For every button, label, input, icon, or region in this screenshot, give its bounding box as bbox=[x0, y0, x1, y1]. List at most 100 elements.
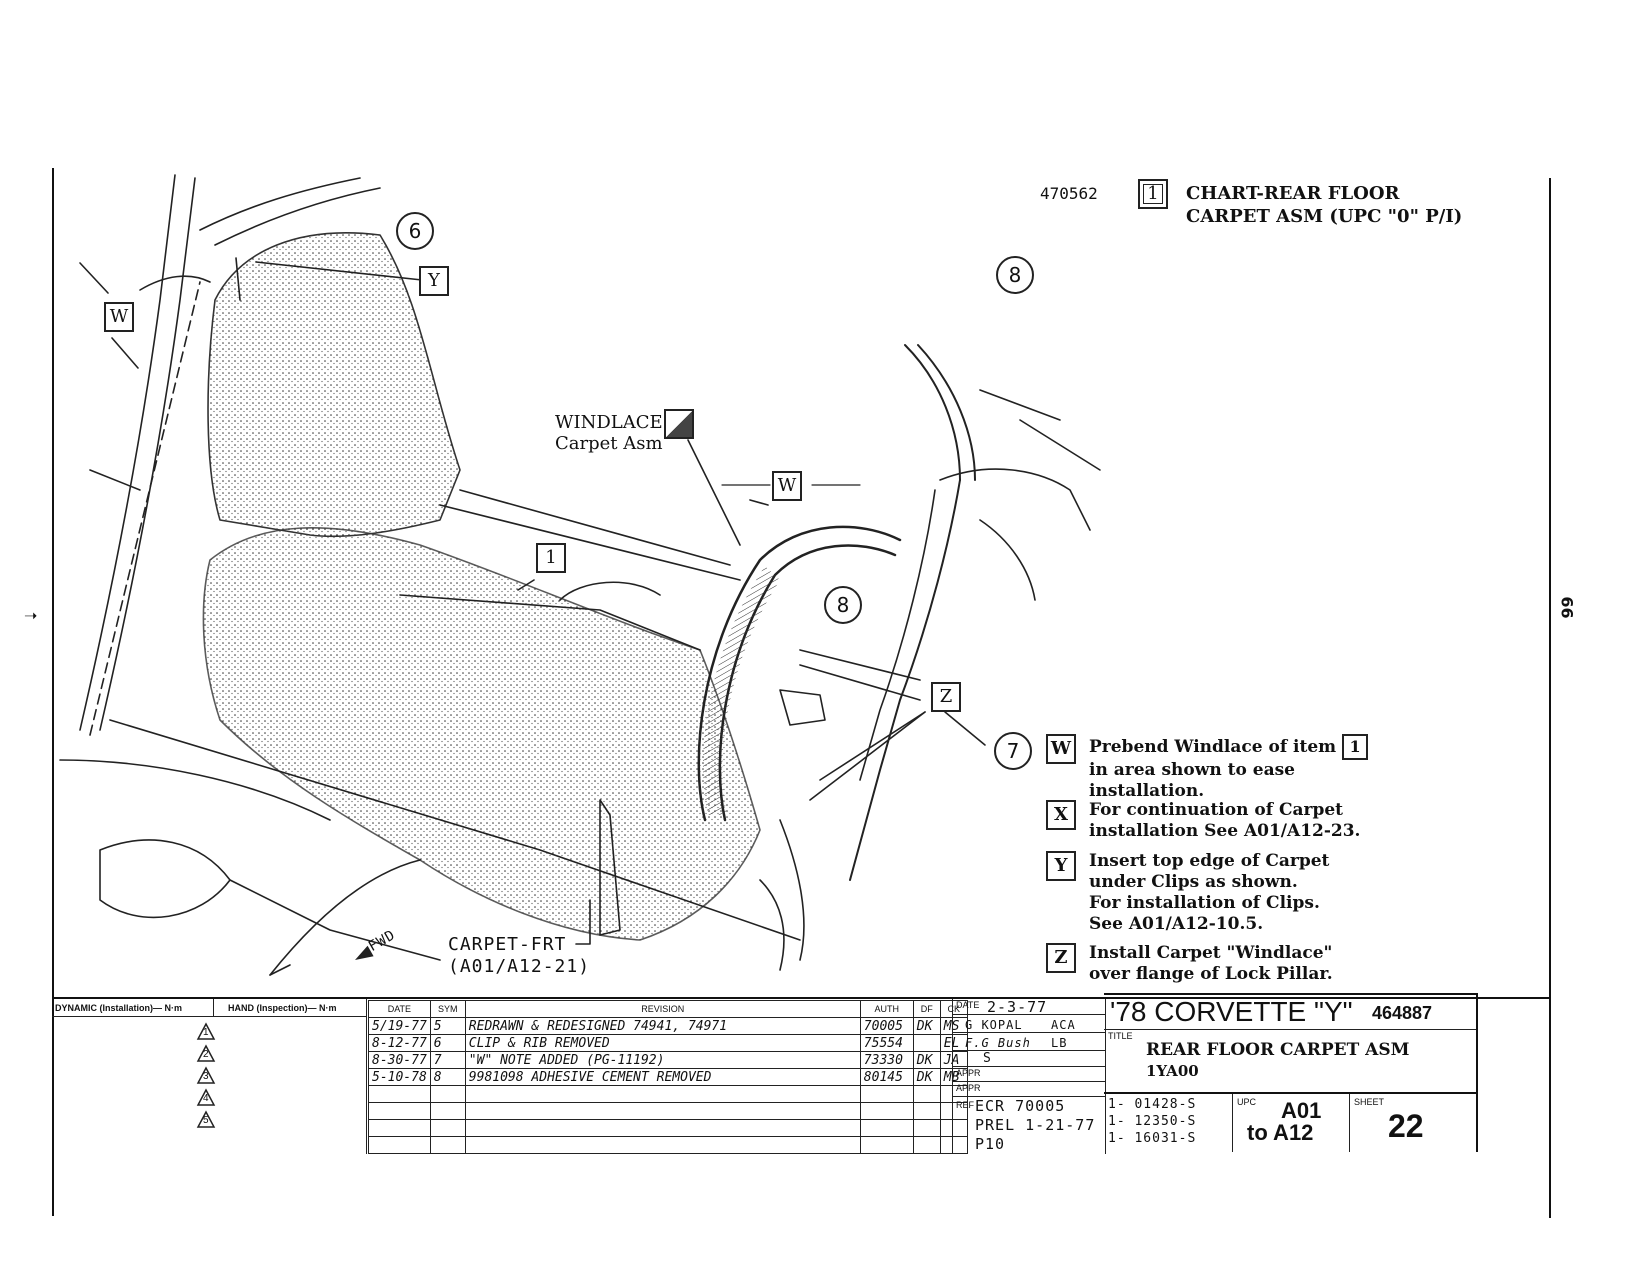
rev-auth: 75554 bbox=[859, 1034, 914, 1052]
hand-torque-label: HAND (Inspection)— N·m bbox=[214, 999, 366, 1017]
drawing-title-box: TITLE REAR FLOOR CARPET ASM 1YA00 bbox=[1104, 1028, 1478, 1094]
windlace-symbol-box bbox=[664, 409, 694, 439]
note-z-line1: Install Carpet "Windlace" bbox=[1089, 943, 1333, 963]
rev-sym: 8 bbox=[429, 1068, 466, 1086]
ref-label: REF bbox=[956, 1100, 974, 1110]
frame-right-border bbox=[1549, 178, 1551, 1218]
left-registration-arrow: ➝ bbox=[24, 606, 38, 625]
windlace-label: WINDLACE bbox=[555, 412, 663, 433]
part-item: 1- 16031-S bbox=[1108, 1131, 1197, 1146]
sheet-label: SHEET bbox=[1354, 1097, 1385, 1107]
note-w-line1: Prebend Windlace of item 1 bbox=[1089, 734, 1549, 760]
note-y: Y Insert top edge of Carpet under Clips … bbox=[1046, 851, 1549, 935]
dynamic-torque-label: DYNAMIC (Installation)— N·m bbox=[52, 999, 214, 1017]
carpet-frt-ref: (A01/A12-21) bbox=[448, 956, 591, 977]
note-w-line2: in area shown to ease bbox=[1089, 760, 1295, 780]
left-pillar-outer bbox=[79, 174, 176, 731]
appr-label-2: APPR bbox=[956, 1083, 981, 1093]
chart-title-line2: CARPET ASM (UPC "0" P/I) bbox=[1186, 206, 1463, 227]
rev-date: 5/19-77 bbox=[368, 1017, 431, 1035]
revision-row-empty bbox=[368, 1102, 968, 1120]
sheet-number: 22 bbox=[1388, 1108, 1424, 1144]
callout-circle-6: 6 bbox=[396, 212, 434, 250]
rev-text: CLIP & RIB REMOVED bbox=[464, 1034, 861, 1052]
parts-list-box: 1- 01428-S 1- 12350-S 1- 16031-S bbox=[1104, 1094, 1233, 1152]
note-w: W Prebend Windlace of item 1 in area sho… bbox=[1046, 734, 1549, 802]
triangle-3: 3 bbox=[196, 1066, 216, 1088]
callout-circle-8-mid: 8 bbox=[824, 586, 862, 624]
appr-label-1: APPR bbox=[956, 1068, 981, 1078]
rev-header-revision: REVISION bbox=[464, 1000, 861, 1018]
note-w-line3: installation. bbox=[1089, 781, 1205, 801]
scale-value: S bbox=[983, 1051, 992, 1066]
note-z-key: Z bbox=[1046, 943, 1076, 973]
callout-box-y: Y bbox=[419, 266, 449, 296]
ref-line2: PREL 1-21-77 bbox=[975, 1116, 1096, 1134]
scale-row: S bbox=[953, 1051, 1105, 1067]
drafter-suffix: ACA bbox=[1051, 1018, 1076, 1032]
revision-row: 8-30-77 7 "W" NOTE ADDED (PG-11192) 7333… bbox=[368, 1051, 968, 1069]
appr-row-1: APPR bbox=[953, 1067, 1105, 1082]
note-y-line1: Insert top edge of Carpet bbox=[1089, 851, 1330, 871]
ref-notes: ECR 70005 PREL 1-21-77 P10 bbox=[975, 1097, 1095, 1154]
checker-value: F.G Bush bbox=[965, 1036, 1031, 1050]
rear-carpet-panel bbox=[207, 232, 461, 538]
model-number: 464887 bbox=[1372, 1003, 1433, 1023]
revision-table: DATE SYM REVISION AUTH DF CK 5/19-77 5 R… bbox=[368, 1000, 968, 1154]
upc-from: A01 bbox=[1281, 1098, 1322, 1123]
rev-date: 8-30-77 bbox=[368, 1051, 431, 1069]
rev-date: 5-10-78 bbox=[368, 1068, 431, 1086]
frame-left-border bbox=[52, 168, 54, 1216]
rev-header-df: DF bbox=[912, 1000, 941, 1018]
drawing-title: REAR FLOOR CARPET ASM bbox=[1146, 1040, 1410, 1060]
leader-windlace bbox=[687, 439, 741, 546]
chart-title: CHART-REAR FLOOR CARPET ASM (UPC "0" P/I… bbox=[1186, 182, 1462, 228]
torque-divider bbox=[366, 999, 367, 1154]
rev-sym: 7 bbox=[429, 1051, 466, 1069]
drafter-row: G KOPAL ACA bbox=[953, 1015, 1105, 1033]
callout-box-z: Z bbox=[931, 682, 961, 712]
floor-carpet bbox=[202, 526, 761, 941]
model-title-box: '78 CORVETTE "Y" 464887 bbox=[1104, 993, 1478, 1030]
date-row: DATE 2-3-77 bbox=[953, 998, 1105, 1016]
rev-auth: 73330 bbox=[859, 1051, 914, 1069]
rev-header-auth: AUTH bbox=[859, 1000, 914, 1018]
revision-row: 5/19-77 5 REDRAWN & REDESIGNED 74941, 74… bbox=[368, 1017, 968, 1035]
revision-triangles: 1 2 3 4 5 bbox=[196, 1022, 216, 1132]
rev-sym: 5 bbox=[429, 1017, 466, 1035]
rev-df: DK bbox=[912, 1068, 941, 1086]
ref-line1: ECR 70005 bbox=[975, 1097, 1066, 1115]
note-y-line3: For installation of Clips. bbox=[1089, 893, 1320, 913]
item-1-key-box: 1 bbox=[1138, 179, 1168, 209]
drawing-code: 1YA00 bbox=[1146, 1062, 1199, 1080]
triangle-5: 5 bbox=[196, 1110, 216, 1132]
revision-header-row: DATE SYM REVISION AUTH DF CK bbox=[368, 1000, 968, 1018]
rev-sym: 6 bbox=[429, 1034, 466, 1052]
approval-block: DATE 2-3-77 G KOPAL ACA F.G Bush LB S AP… bbox=[952, 998, 1106, 1154]
triangle-4: 4 bbox=[196, 1088, 216, 1110]
carpet-frt-callout: CARPET-FRT (A01/A12-21) bbox=[448, 934, 590, 978]
rev-ck: JA bbox=[939, 1051, 968, 1069]
upc-to: to A12 bbox=[1247, 1120, 1314, 1145]
rev-auth: 70005 bbox=[859, 1017, 914, 1035]
note-y-line4: See A01/A12-10.5. bbox=[1089, 914, 1264, 934]
rev-text: REDRAWN & REDESIGNED 74941, 74971 bbox=[464, 1017, 861, 1035]
callout-circle-8-top: 8 bbox=[996, 256, 1034, 294]
leader-y bbox=[255, 261, 423, 281]
upc-box: UPC A01 to A12 bbox=[1233, 1094, 1350, 1152]
checker-row: F.G Bush LB bbox=[953, 1033, 1105, 1051]
rev-df: DK bbox=[912, 1051, 941, 1069]
model-title: '78 CORVETTE "Y" bbox=[1110, 996, 1353, 1027]
revision-row: 8-12-77 6 CLIP & RIB REMOVED 75554 EL bbox=[368, 1034, 968, 1052]
title-label: TITLE bbox=[1108, 1031, 1133, 1041]
appr-row-2: APPR bbox=[953, 1082, 1105, 1097]
callout-box-1: 1 bbox=[536, 543, 566, 573]
rev-header-date: DATE bbox=[368, 1000, 431, 1018]
rev-df: DK bbox=[912, 1017, 941, 1035]
note-y-key: Y bbox=[1046, 851, 1076, 881]
rev-text: 9981098 ADHESIVE CEMENT REMOVED bbox=[464, 1068, 861, 1086]
note-z: Z Install Carpet "Windlace" over flange … bbox=[1046, 943, 1549, 985]
part-item: 1- 01428-S bbox=[1108, 1097, 1197, 1112]
drafter-value: G KOPAL bbox=[965, 1018, 1023, 1032]
